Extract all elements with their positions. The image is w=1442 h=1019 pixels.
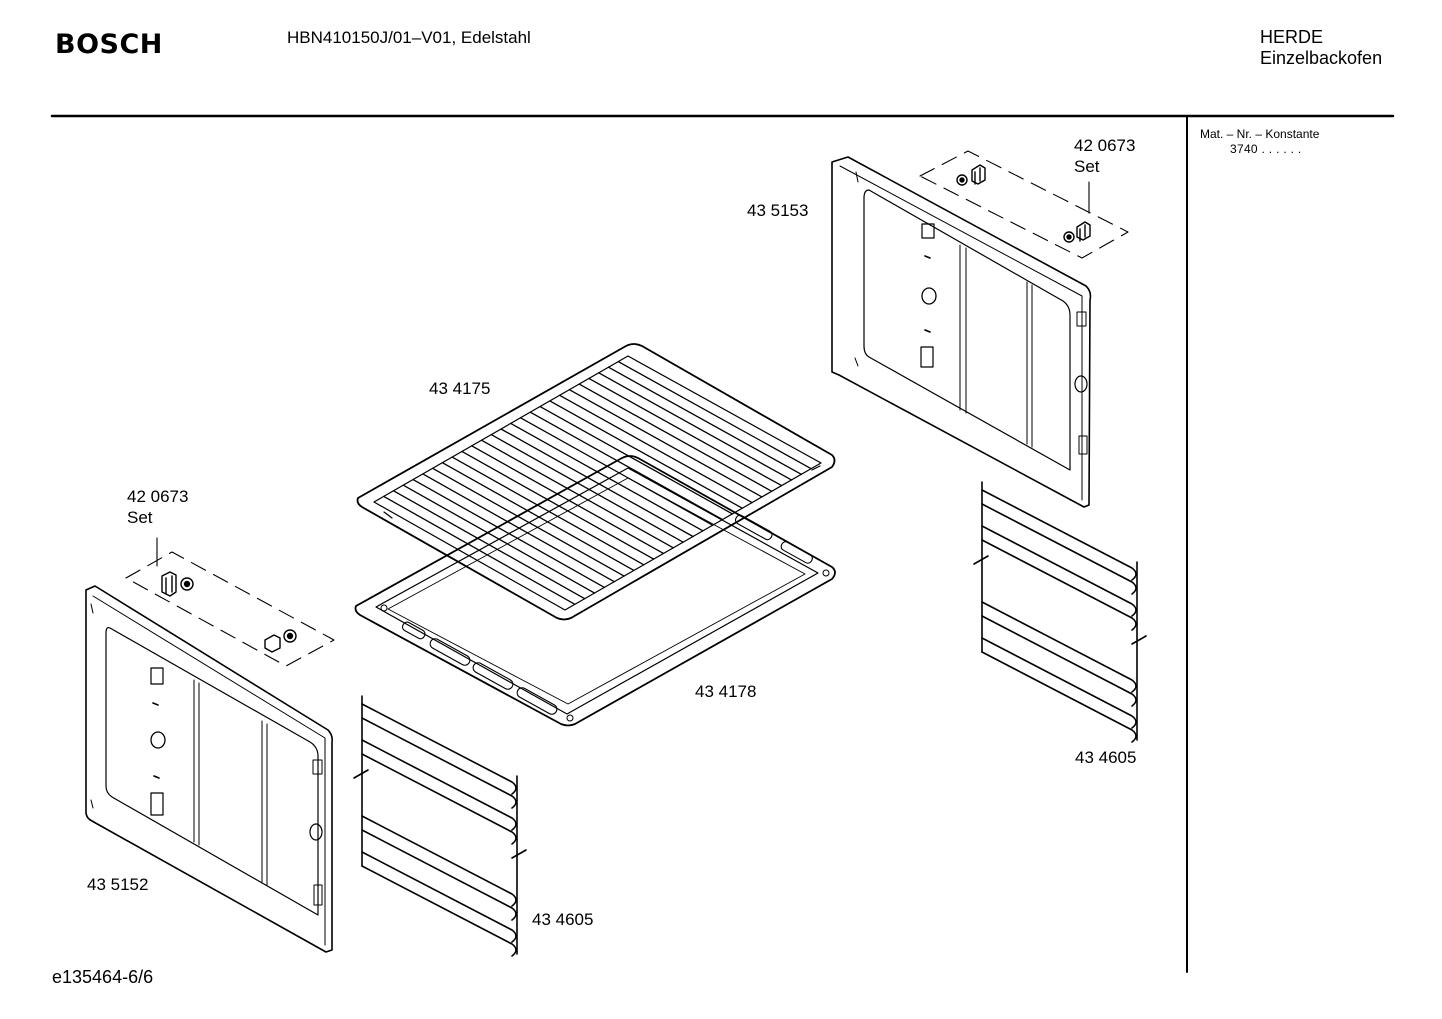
material-number-label: Mat. – Nr. – Konstante [1200, 127, 1320, 141]
category-line-2: Einzelbackofen [1260, 48, 1383, 68]
part-label-hinge-set-top: 42 0673 Set [1074, 135, 1135, 177]
side-panel-right [831, 156, 1092, 508]
part-number: 43 5152 [87, 875, 149, 894]
document-id: e135464-6/6 [52, 967, 154, 987]
part-number: 43 4178 [695, 682, 757, 701]
model-title: HBN410150J/01–V01, Edelstahl [287, 28, 531, 47]
hinge-set-top [919, 150, 1129, 259]
baking-tray [354, 455, 836, 727]
part-number: 43 5153 [747, 201, 809, 220]
part-label-side-panel-left: 43 5152 [87, 874, 148, 895]
part-note: Set [127, 508, 153, 527]
part-number: 42 0673 [127, 487, 189, 506]
brand-logo: BOSCH [55, 29, 163, 60]
material-number-value: 3740 . . . . . . [1230, 142, 1302, 156]
part-label-side-panel-right: 43 5153 [747, 200, 808, 221]
part-label-hinge-set-left: 42 0673 Set [127, 486, 188, 528]
category-label: HERDE Einzelbackofen [1260, 27, 1382, 69]
side-panel-left [85, 585, 333, 953]
hinge-set-left [125, 537, 335, 667]
part-label-baking-tray: 43 4178 [695, 681, 756, 702]
shelf-rail-right [973, 481, 1147, 743]
part-label-grill-rack: 43 4175 [429, 378, 490, 399]
part-label-shelf-rail-right: 43 4605 [1075, 747, 1136, 768]
part-number: 42 0673 [1074, 136, 1136, 155]
part-number: 43 4175 [429, 379, 491, 398]
part-label-shelf-rail-left: 43 4605 [532, 909, 593, 930]
part-number: 43 4605 [1075, 748, 1137, 767]
category-line-1: HERDE [1260, 27, 1324, 47]
part-number: 43 4605 [532, 910, 594, 929]
part-note: Set [1074, 157, 1100, 176]
shelf-rail-left [353, 695, 527, 957]
